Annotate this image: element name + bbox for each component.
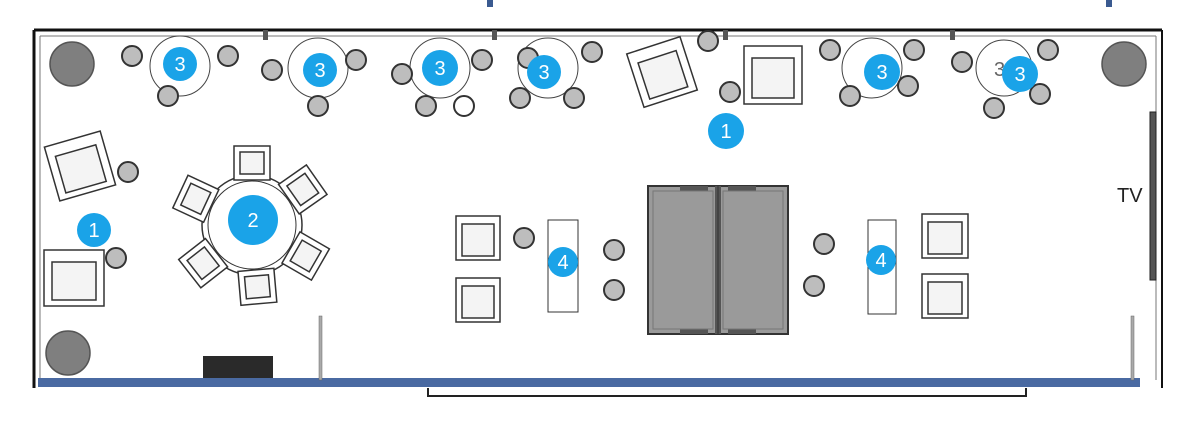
window-band bbox=[38, 378, 1140, 387]
badge-label: 3 bbox=[434, 58, 445, 80]
badge-circle bbox=[163, 47, 197, 81]
badge-label: 3 bbox=[1014, 64, 1025, 86]
armchairs bbox=[43, 35, 969, 323]
badge-label: 3 bbox=[174, 54, 185, 76]
badge-label: 1 bbox=[720, 121, 731, 143]
zone-badge-cocktail-3-d: 3 bbox=[527, 55, 561, 89]
zone-badge-cocktail-3-a: 3 bbox=[163, 47, 197, 81]
large-table bbox=[647, 185, 789, 335]
zone-badge-cocktail-3-f: 3 bbox=[1002, 56, 1038, 92]
badge-circle bbox=[708, 113, 744, 149]
zone-badge-cocktail-3-b: 3 bbox=[303, 53, 337, 87]
zone-badge-bench-table-4-left: 4 bbox=[548, 247, 578, 277]
faint-numeral: 3 bbox=[994, 59, 1005, 81]
zone-badge-bench-table-4-right: 4 bbox=[866, 245, 896, 275]
badge-label: 1 bbox=[88, 220, 99, 242]
badge-circle bbox=[1002, 56, 1038, 92]
badge-label: 2 bbox=[247, 210, 258, 232]
zone-badge-seating-1-left: 1 bbox=[77, 213, 111, 247]
badge-label: 3 bbox=[876, 62, 887, 84]
badge-label: 3 bbox=[538, 62, 549, 84]
badge-circle bbox=[527, 55, 561, 89]
badge-label: 4 bbox=[557, 252, 568, 274]
zone-badge-cocktail-3-e: 3 bbox=[864, 54, 900, 90]
partition-posts bbox=[318, 315, 1135, 381]
badge-circle bbox=[548, 247, 578, 277]
badge-circle bbox=[77, 213, 111, 247]
badge-circle bbox=[303, 53, 337, 87]
tv-screen bbox=[1149, 111, 1157, 281]
badge-label: 3 bbox=[314, 60, 325, 82]
tv-label: TV bbox=[1117, 185, 1143, 207]
zone-badge-cocktail-3-c: 3 bbox=[422, 50, 458, 86]
badge-circle bbox=[422, 50, 458, 86]
cabinet bbox=[203, 356, 273, 378]
zone-badge-seating-1-right: 1 bbox=[708, 113, 744, 149]
zone-badge-round-table-2: 2 bbox=[228, 195, 278, 245]
stools bbox=[105, 30, 1059, 301]
badge-circle bbox=[864, 54, 900, 90]
badge-circle bbox=[866, 245, 896, 275]
corner-pillars bbox=[45, 41, 1147, 376]
badge-label: 4 bbox=[875, 250, 886, 272]
entrance-step bbox=[427, 388, 1027, 397]
badge-circle bbox=[228, 195, 278, 245]
empty-stool bbox=[453, 95, 475, 117]
